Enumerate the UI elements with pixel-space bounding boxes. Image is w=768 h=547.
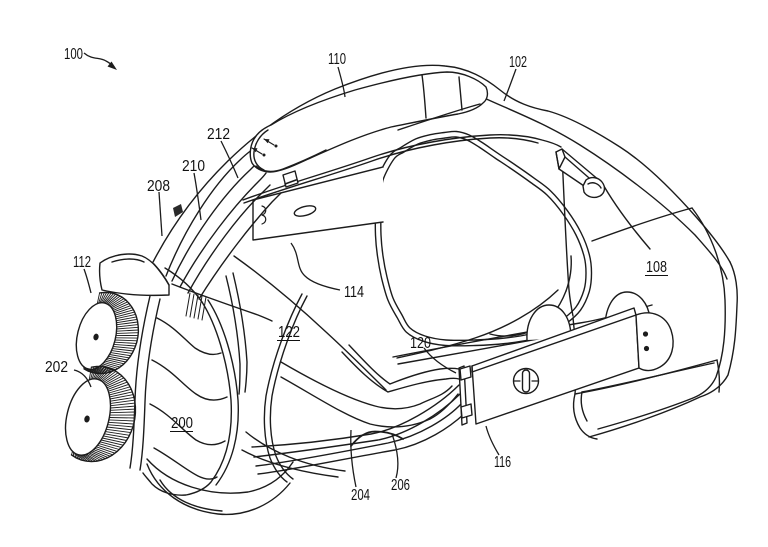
svg-text:122: 122 — [278, 324, 300, 341]
svg-text:108: 108 — [646, 259, 667, 276]
svg-text:120: 120 — [410, 335, 431, 352]
svg-text:114: 114 — [344, 284, 364, 301]
svg-text:210: 210 — [182, 158, 205, 175]
svg-text:202: 202 — [45, 359, 68, 376]
svg-text:116: 116 — [494, 454, 511, 471]
svg-text:206: 206 — [391, 477, 410, 494]
svg-text:208: 208 — [147, 178, 170, 195]
svg-text:212: 212 — [207, 126, 230, 143]
svg-text:204: 204 — [351, 487, 370, 504]
svg-text:110: 110 — [328, 51, 346, 68]
svg-text:200: 200 — [171, 415, 193, 432]
svg-text:100: 100 — [64, 46, 83, 63]
svg-text:102: 102 — [509, 54, 527, 71]
svg-text:112: 112 — [73, 254, 91, 271]
